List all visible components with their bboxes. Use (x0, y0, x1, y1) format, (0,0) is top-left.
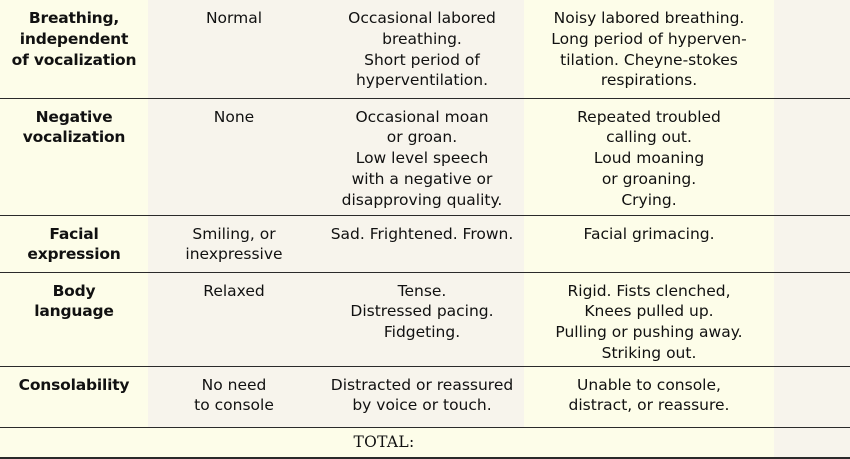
cell-text: Rigid. Fists clenched, Knees pulled up. … (555, 281, 743, 362)
row-label-text: Body language (34, 281, 114, 321)
cell-facial-score-0: Smiling, or inexpressive (148, 215, 320, 273)
cell-vocalization-score-1: Occasional moan or groan. Low level spee… (320, 98, 524, 216)
cell-text: Occasional labored breathing. Short peri… (348, 9, 496, 90)
row-label-consolability: Consolability (0, 366, 148, 428)
cell-facial-score-1: Sad. Frightened. Frown. (320, 215, 524, 273)
cell-body-score-1: Tense. Distressed pacing. Fidgeting. (320, 272, 524, 367)
cell-text: None (213, 107, 255, 126)
score-input-breathing[interactable] (774, 0, 850, 99)
cell-text: Smiling, or inexpressive (185, 224, 283, 264)
cell-facial-score-2: Facial grimacing. (524, 215, 774, 273)
cell-body-score-2: Rigid. Fists clenched, Knees pulled up. … (524, 272, 774, 367)
score-input-vocalization[interactable] (774, 98, 850, 216)
row-label-text: Negative vocalization (22, 107, 126, 147)
cell-text: Sad. Frightened. Frown. (330, 224, 514, 243)
cell-vocalization-score-2: Repeated troubled calling out. Loud moan… (524, 98, 774, 216)
table-row-breathing: Breathing, independent of vocalization N… (0, 0, 850, 99)
table-row-facial-expression: Facial expression Smiling, or inexpressi… (0, 215, 850, 273)
cell-text: No need to console (194, 375, 274, 415)
cell-text: Repeated troubled calling out. Loud moan… (577, 107, 721, 209)
cell-text: Relaxed (203, 281, 265, 300)
row-label-text: Breathing, independent of vocalization (11, 9, 137, 69)
cell-text: Noisy labored breathing. Long period of … (551, 9, 747, 90)
row-label-text: Consolability (18, 375, 130, 394)
cell-breathing-score-0: Normal (148, 0, 320, 99)
cell-text: Distracted or reassured by voice or touc… (330, 375, 514, 415)
cell-breathing-score-1: Occasional labored breathing. Short peri… (320, 0, 524, 99)
row-label-vocalization: Negative vocalization (0, 98, 148, 216)
cell-breathing-score-2: Noisy labored breathing. Long period of … (524, 0, 774, 99)
table-row-body-language: Body language Relaxed Tense. Distressed … (0, 272, 850, 367)
row-label-body-language: Body language (0, 272, 148, 367)
total-score-input[interactable] (774, 427, 850, 459)
row-label-facial-expression: Facial expression (0, 215, 148, 273)
cell-consolability-score-1: Distracted or reassured by voice or touc… (320, 366, 524, 428)
total-label: TOTAL: (0, 427, 774, 459)
row-label-text: Facial expression (27, 224, 121, 264)
cell-text: Occasional moan or groan. Low level spee… (341, 107, 503, 209)
row-label-breathing: Breathing, independent of vocalization (0, 0, 148, 99)
table-row-vocalization: Negative vocalization None Occasional mo… (0, 98, 850, 216)
cell-consolability-score-0: No need to console (148, 366, 320, 428)
cell-text: Unable to console, distract, or reassure… (568, 375, 730, 415)
score-input-facial-expression[interactable] (774, 215, 850, 273)
score-input-consolability[interactable] (774, 366, 850, 428)
cell-consolability-score-2: Unable to console, distract, or reassure… (524, 366, 774, 428)
cell-vocalization-score-0: None (148, 98, 320, 216)
cell-text: Normal (205, 9, 263, 27)
table-row-consolability: Consolability No need to console Distrac… (0, 366, 850, 428)
table-row-total: TOTAL: (0, 427, 850, 459)
cell-text: Facial grimacing. (583, 224, 715, 243)
cell-body-score-0: Relaxed (148, 272, 320, 367)
cell-text: Tense. Distressed pacing. Fidgeting. (350, 281, 494, 342)
score-input-body-language[interactable] (774, 272, 850, 367)
